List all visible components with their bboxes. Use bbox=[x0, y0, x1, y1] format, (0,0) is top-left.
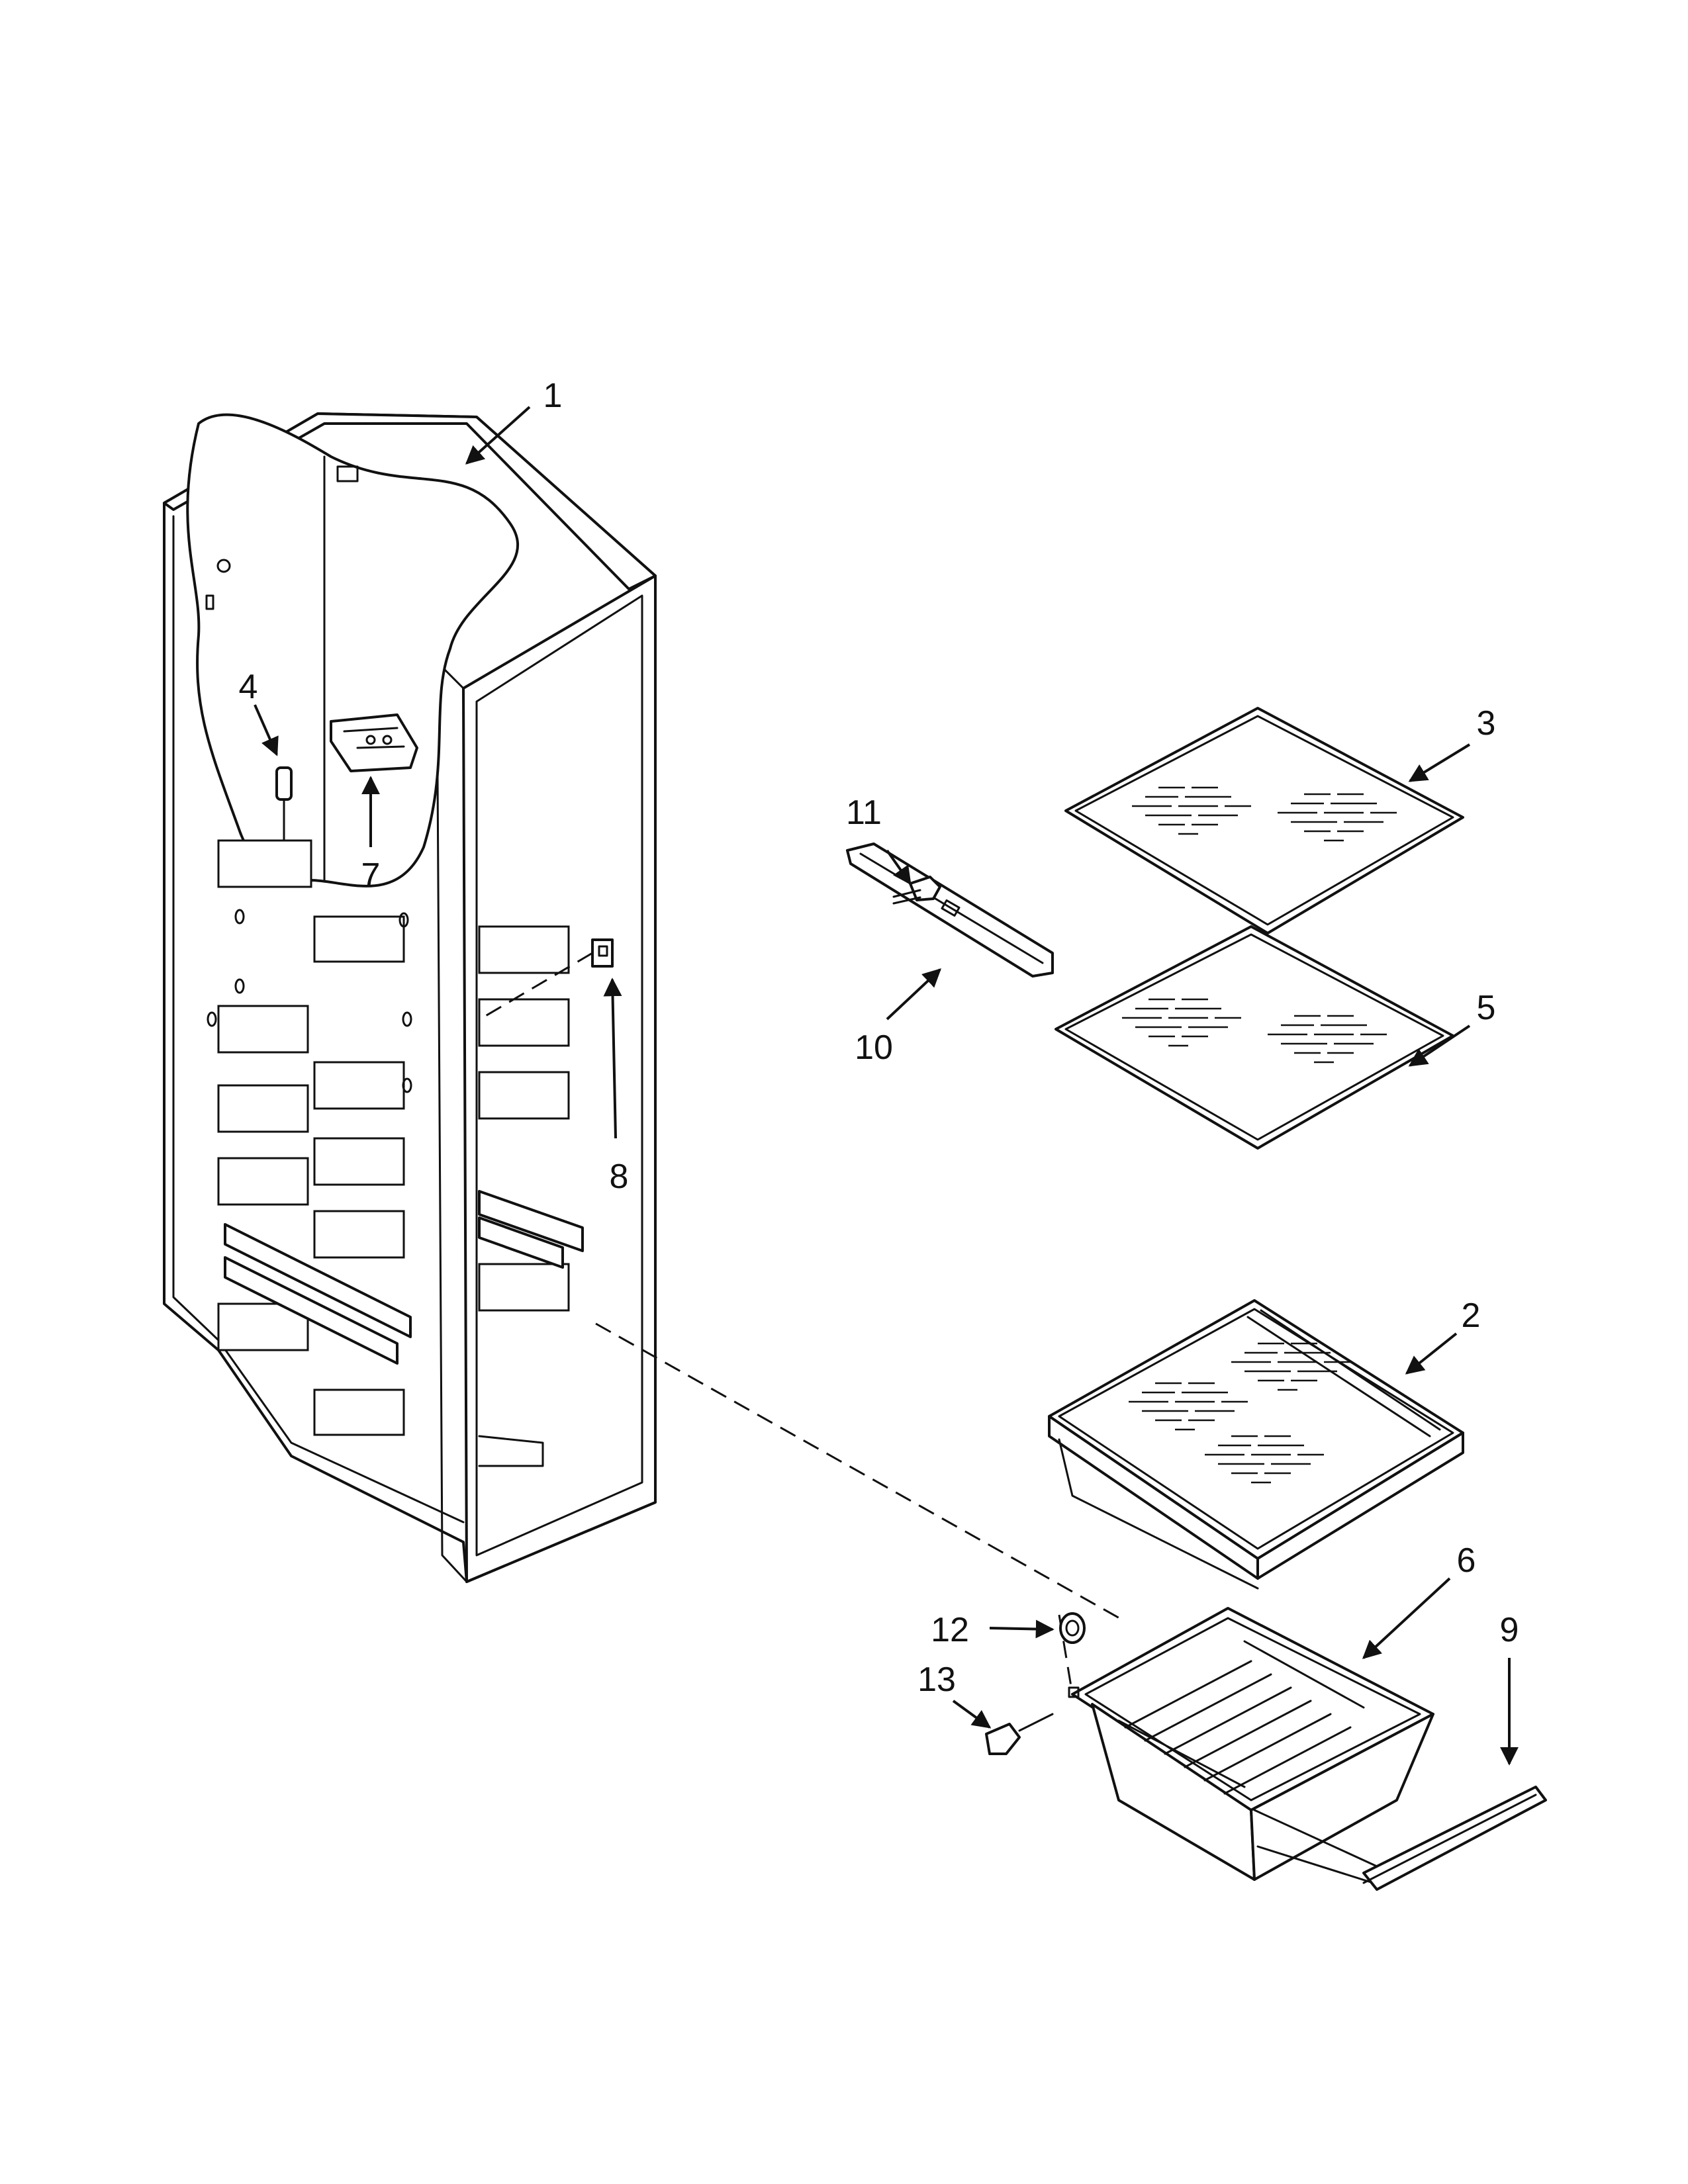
glass-shelf-top bbox=[1064, 707, 1464, 934]
callout-1: 1 bbox=[543, 377, 563, 415]
callout-9: 9 bbox=[1500, 1611, 1519, 1649]
callout-11: 11 bbox=[846, 794, 882, 832]
light-socket-bracket bbox=[591, 938, 614, 968]
callout-5: 5 bbox=[1477, 989, 1496, 1027]
callout-4: 4 bbox=[239, 668, 258, 706]
callout-10: 10 bbox=[855, 1028, 893, 1067]
callout-13: 13 bbox=[917, 1661, 956, 1699]
screw bbox=[892, 876, 941, 905]
callout-2: 2 bbox=[1462, 1297, 1481, 1335]
crisper-cover bbox=[1048, 1299, 1464, 1590]
liner-assembly bbox=[163, 412, 657, 1583]
drawer-slide-rail bbox=[1362, 1786, 1547, 1891]
glass-shelf-middle bbox=[1055, 925, 1454, 1150]
callout-8: 8 bbox=[610, 1158, 629, 1196]
callout-3: 3 bbox=[1477, 704, 1496, 743]
roller-pin bbox=[985, 1686, 1080, 1755]
shelf-support bbox=[846, 842, 1054, 978]
roller-wheel bbox=[1059, 1612, 1086, 1644]
crisper-drawer bbox=[1071, 1607, 1434, 1888]
callout-7: 7 bbox=[361, 856, 381, 895]
callout-12: 12 bbox=[931, 1611, 969, 1649]
callout-6: 6 bbox=[1457, 1541, 1476, 1580]
